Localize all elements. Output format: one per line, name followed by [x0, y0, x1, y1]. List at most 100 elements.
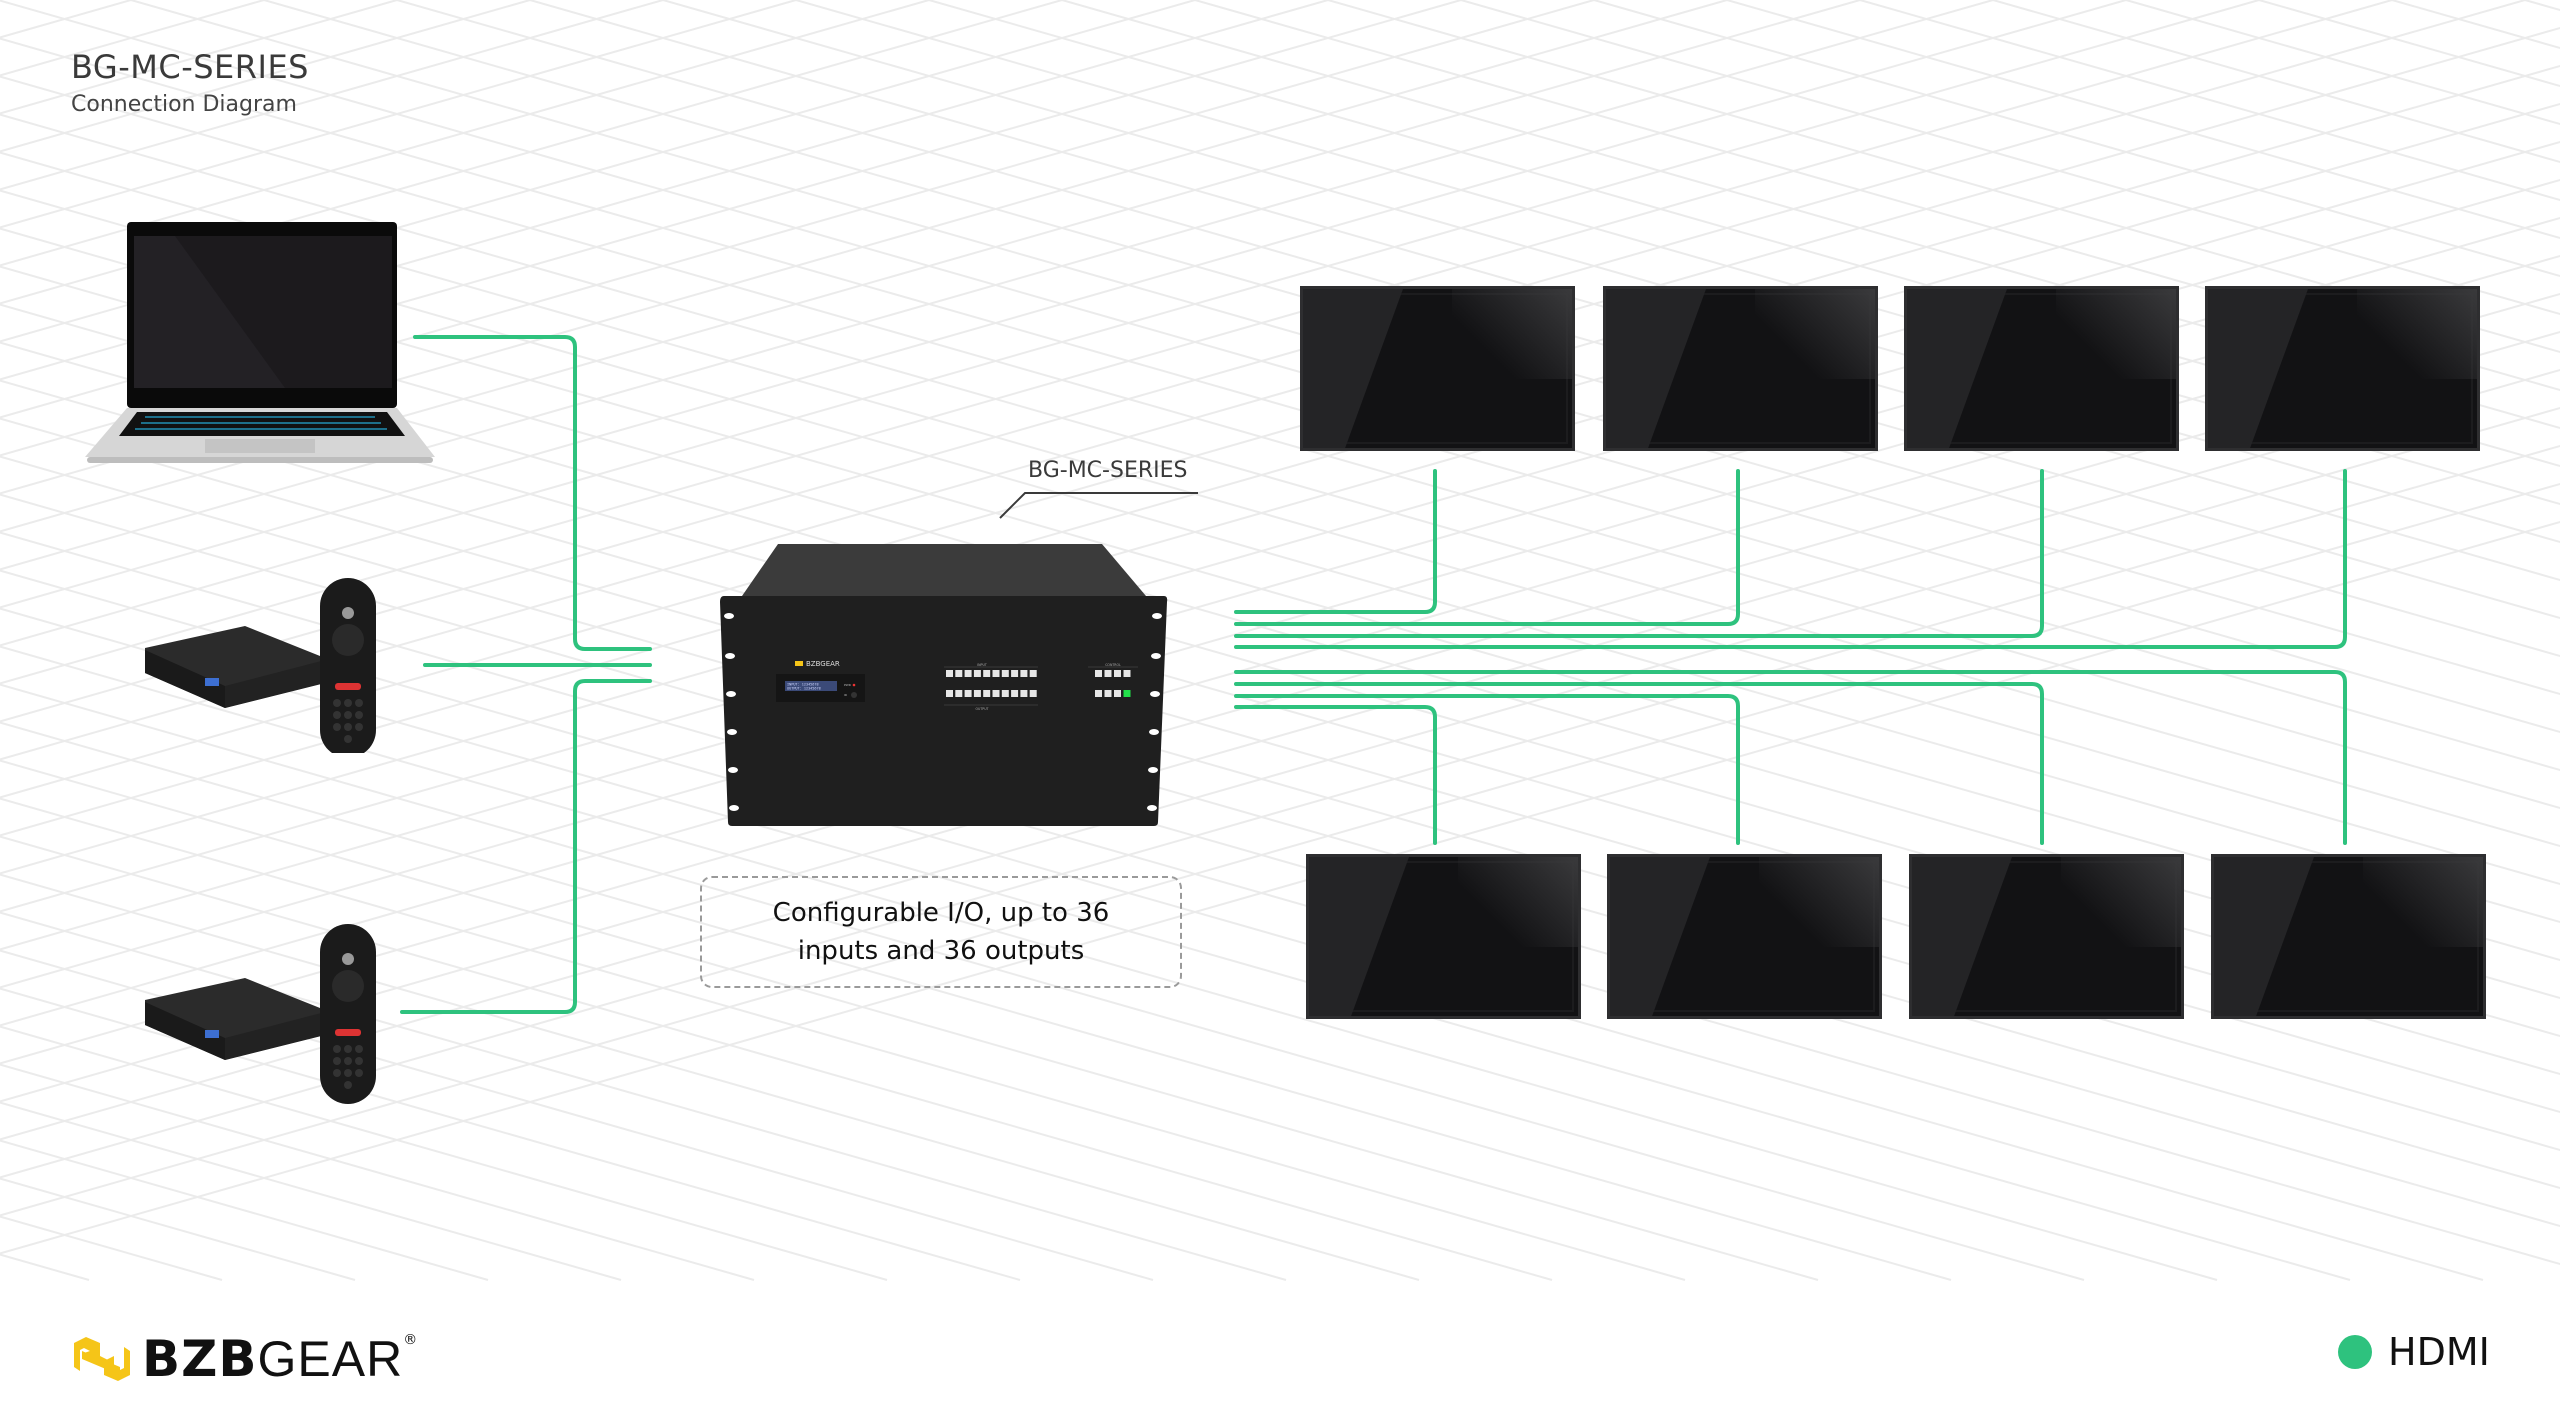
streaming-box-source-1[interactable] [145, 568, 385, 753]
grid-line [0, 0, 1329, 381]
grid-line [0, 911, 1287, 1281]
grid-line [0, 0, 1861, 533]
grid-line [1327, 0, 2560, 354]
grid-line [0, 759, 1819, 1281]
spec-note-box: Configurable I/O, up to 36 inputs and 36… [700, 876, 1182, 988]
streaming-box-side [145, 1002, 225, 1060]
grid-line [928, 0, 2560, 468]
remote-select [342, 607, 354, 619]
screen-shine [2357, 289, 2477, 379]
input-button-9[interactable] [1020, 670, 1028, 677]
grid-line [0, 0, 1196, 343]
output-button-10[interactable] [1029, 690, 1037, 697]
lcd-line-2: OUTPUT: 12345678 [787, 687, 821, 691]
screen-glare [1309, 857, 1409, 1016]
input-button-1[interactable] [946, 670, 953, 677]
grid-line [0, 151, 2560, 886]
grid-line [1726, 0, 2560, 240]
registered-mark: ® [403, 1332, 418, 1348]
control-button-6[interactable] [1104, 690, 1112, 697]
input-row-label: INPUT [977, 663, 987, 667]
display-top-2[interactable] [1603, 286, 1878, 451]
input-button-8[interactable] [1011, 670, 1019, 677]
control-button-2[interactable] [1104, 670, 1112, 677]
control-button-1[interactable] [1095, 670, 1102, 677]
pwr-label: PWR [844, 683, 851, 687]
grid-line [0, 368, 2560, 1103]
logo-text-bold: BZB [142, 1330, 258, 1388]
display-bottom-1[interactable] [1306, 854, 1581, 1019]
ir-label: IR [844, 693, 847, 697]
control-button-3[interactable] [1114, 670, 1121, 677]
control-button-5[interactable] [1095, 690, 1102, 697]
laptop-source[interactable] [85, 222, 440, 467]
grid-line [1593, 0, 2560, 278]
display-top-1[interactable] [1300, 286, 1575, 451]
hdmi-legend-label: HDMI [2388, 1330, 2490, 1374]
lcd-line-1: INPUT: 12345678 [787, 683, 819, 687]
grid-line [0, 303, 2560, 1038]
remote-select [342, 953, 354, 965]
output-button-5[interactable] [983, 690, 991, 697]
display-bottom-3[interactable] [1909, 854, 2184, 1019]
output-button-2[interactable] [955, 690, 963, 697]
screen-glare [1907, 289, 2007, 448]
screen-glare [1912, 857, 2012, 1016]
output-row-label: OUTPUT [976, 707, 989, 711]
grid-line [0, 607, 2351, 1281]
grid-line [0, 1025, 888, 1281]
grid-line [0, 493, 2560, 1228]
output-button-4[interactable] [973, 690, 981, 697]
grid-line [0, 0, 1595, 457]
grid-line [0, 520, 2560, 1255]
usb-port-icon [205, 1030, 219, 1038]
grid-line [0, 835, 1553, 1281]
output-button-1[interactable] [946, 690, 953, 697]
input-button-2[interactable] [955, 670, 963, 677]
input-button-10[interactable] [1029, 670, 1037, 677]
grid-line [1061, 0, 2560, 430]
control-button-4[interactable] [1123, 670, 1131, 677]
display-bottom-2[interactable] [1607, 854, 1882, 1019]
hdmi-cable-1 [413, 335, 652, 651]
remote-body [320, 578, 376, 753]
display-top-3[interactable] [1904, 286, 2179, 451]
display-bottom-4[interactable] [2211, 854, 2486, 1019]
input-button-5[interactable] [983, 670, 991, 677]
output-button-3[interactable] [964, 690, 972, 697]
grid-line [0, 645, 2218, 1281]
display-top-4[interactable] [2205, 286, 2480, 451]
matrix-front-panel [720, 596, 1168, 826]
hdmi-cable-6 [1234, 469, 2044, 638]
grid-line [0, 102, 2560, 837]
input-button-6[interactable] [992, 670, 1000, 677]
streaming-box-source-2[interactable] [145, 920, 385, 1105]
callout-leader-line [999, 492, 1198, 519]
control-button-7[interactable] [1114, 690, 1121, 697]
grid-line [0, 0, 1994, 571]
hdmi-cable-11 [1234, 705, 1437, 845]
streaming-box-front [225, 1012, 325, 1060]
laptop-keys [135, 416, 387, 430]
output-button-7[interactable] [1001, 690, 1009, 697]
grid-line [0, 987, 1021, 1281]
grid-line [529, 0, 2560, 582]
input-button-7[interactable] [1001, 670, 1009, 677]
grid-line [396, 0, 2560, 620]
input-button-4[interactable] [973, 670, 981, 677]
grid-line [0, 265, 2560, 1000]
grid-line [0, 189, 2560, 924]
grid-line [0, 227, 2560, 962]
output-button-6[interactable] [992, 690, 1000, 697]
grid-line [1194, 0, 2560, 392]
control-button-8[interactable] [1123, 690, 1131, 697]
output-button-8[interactable] [1011, 690, 1019, 697]
bzbgear-logo-mark-icon [74, 1337, 130, 1381]
grid-line [0, 797, 1686, 1281]
output-button-9[interactable] [1020, 690, 1028, 697]
input-button-3[interactable] [964, 670, 972, 677]
grid-line [0, 64, 2560, 799]
matrix-switcher-device[interactable]: BZBGEAR INPUT: 12345678 OUTPUT: 12345678… [718, 542, 1170, 828]
screen-shine [1452, 289, 1572, 379]
